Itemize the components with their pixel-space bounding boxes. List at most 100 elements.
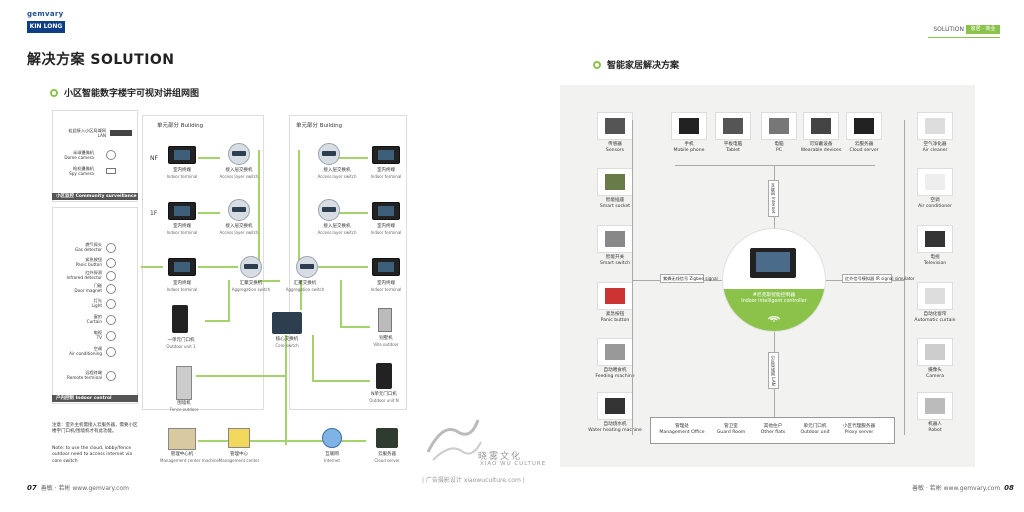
device-image [917,112,953,140]
indoor-terminal-icon [168,258,196,276]
indoor-device-icon [106,347,116,357]
internet-label: 互联网 Internet [768,180,779,217]
link-line [312,335,314,380]
access-switch-icon [318,199,340,221]
bullet-icon [50,89,58,97]
zigbee-label: 紫蜂无线信号 Zigbee signal [660,274,718,284]
device-icon [769,118,789,134]
indoor-terminal-icon [372,258,400,276]
brand-logo: KIN LONG [27,21,65,33]
device-image [761,112,797,140]
access-switch-icon [228,143,250,165]
bullet-icon [593,61,601,69]
link-line [258,150,260,270]
link-line [312,380,370,382]
wifi-label: WiFi [769,317,779,322]
outdoor-unit-icon [172,305,188,333]
indoor-device-icon [106,243,116,253]
device-image [597,338,633,366]
indoor-control-box [52,207,138,404]
solution-tag: SOLUTION [933,26,964,33]
device-icon [925,231,945,247]
device-icon [811,118,831,134]
link-line [196,375,286,377]
management-center-icon [228,428,250,448]
device-icon [679,118,699,134]
spy-camera-icon [106,168,116,174]
controller-band [723,289,825,331]
link-line [340,326,370,328]
device-image [597,282,633,310]
page-number-right: 08 [1004,484,1014,492]
device-icon [925,174,945,190]
floor-1f: 1F [150,210,158,217]
fence-outdoor-icon [176,366,192,400]
lan-switch-icon [110,130,132,136]
ir-label: 红外信号模拟器 IR signal simulator [842,274,915,284]
device-image [803,112,839,140]
link-line [141,266,163,268]
controller-circle [722,228,826,332]
watermark-line: | 广告摄影设计 xiaowuculture.com | [422,477,525,484]
cloud-server-icon [376,428,398,448]
link-line [328,212,368,214]
device-image [917,225,953,253]
device-image [715,112,751,140]
left-bus-line [632,120,633,435]
internet-globe-icon [322,428,342,448]
lan-label: 小区局域网 LAN [768,352,779,389]
indoor-terminal-icon [168,146,196,164]
dome-camera-icon [106,150,116,160]
device-image [597,112,633,140]
note-cn: 注意：室外主机需接入云服务器，需要小区楼宇门口机/围墙机才有此功能。 [52,423,138,435]
device-image [597,168,633,196]
left-section-title: 小区智能数字楼宇可视对讲组网图 [64,89,200,99]
link-line [298,150,300,270]
indoor-device-icon [106,284,116,294]
device-image [917,282,953,310]
indoor-terminal-icon [372,146,400,164]
controller-screen-icon [750,248,796,278]
link-line [198,266,238,268]
community-bar: 小区监控 Community surveillance [52,193,138,200]
brand-name: gemvary [27,10,64,18]
device-icon [605,174,625,190]
indoor-device-icon [106,299,116,309]
device-icon [605,344,625,360]
bottom-community-box [650,417,895,444]
device-image [671,112,707,140]
indoor-device-icon [106,331,116,341]
